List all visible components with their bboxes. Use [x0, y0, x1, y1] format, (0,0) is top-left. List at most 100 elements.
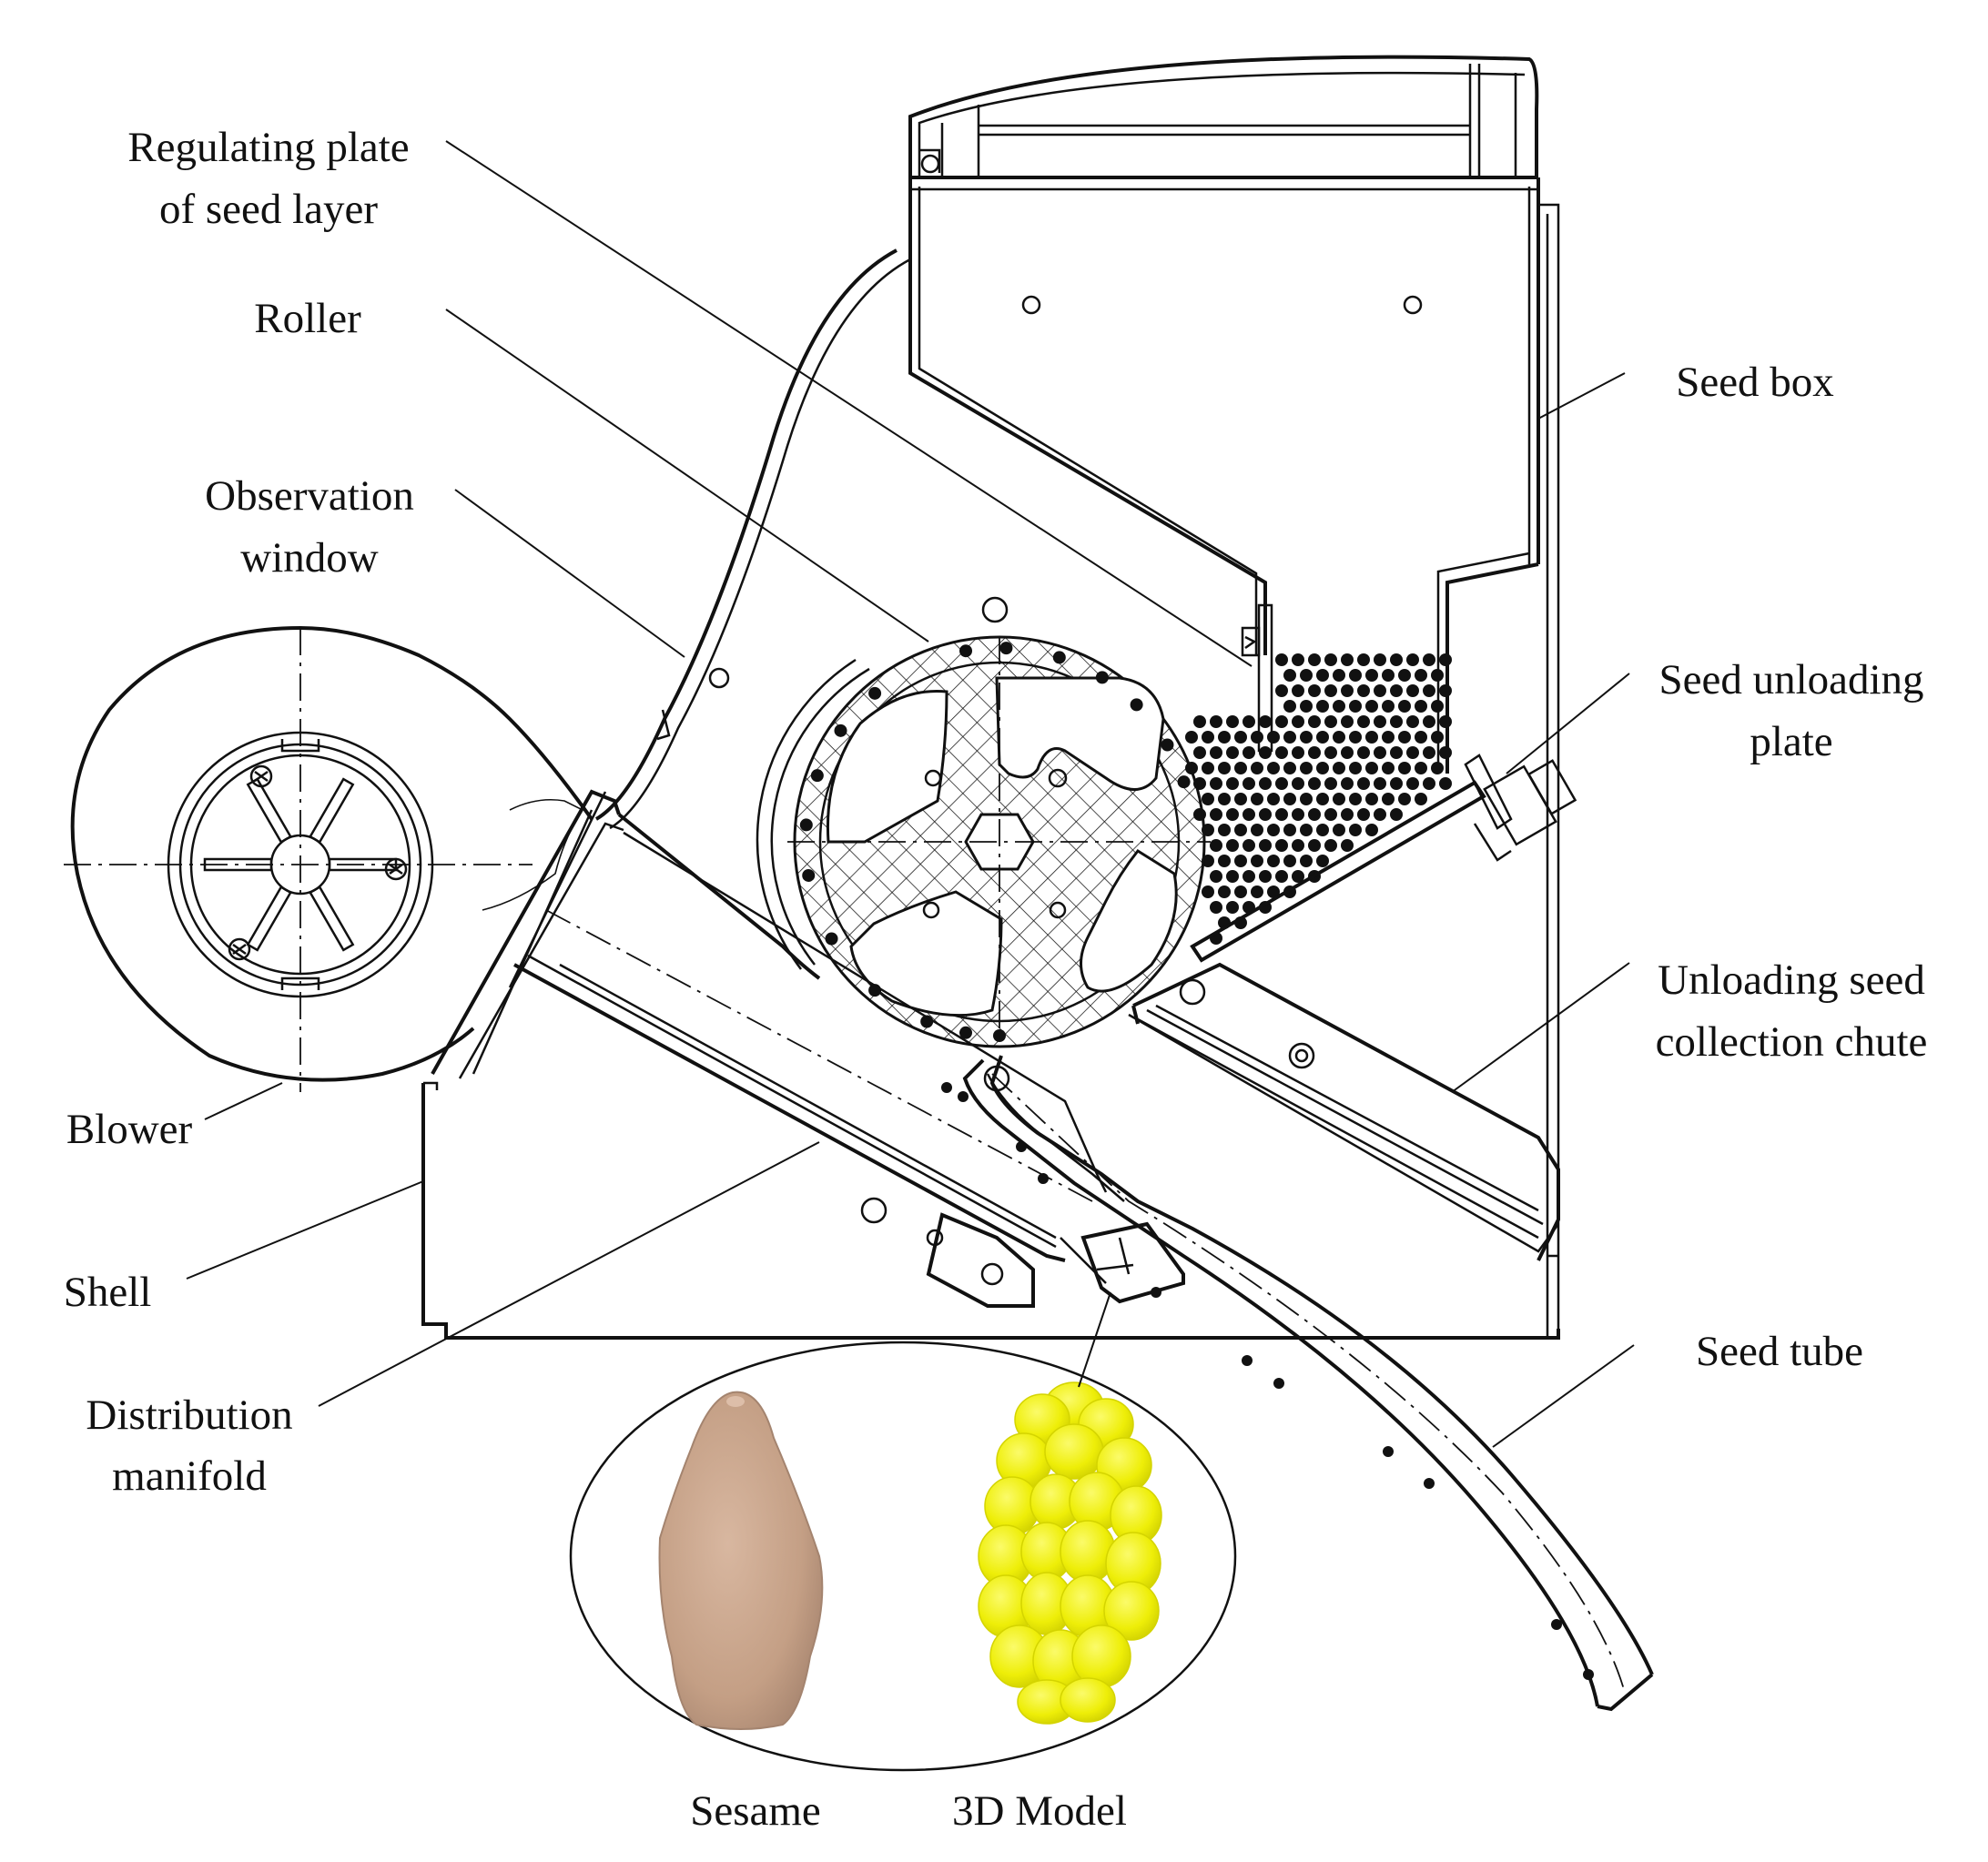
- seed: [1218, 793, 1231, 805]
- seed: [802, 868, 816, 882]
- seed: [1300, 762, 1313, 774]
- seed: [1308, 808, 1321, 821]
- blower: [64, 625, 593, 1092]
- seed: [1226, 746, 1239, 759]
- seed: [1300, 700, 1313, 713]
- seed-tube: [941, 1055, 1654, 1712]
- seed: [1316, 824, 1329, 836]
- seed: [1398, 793, 1411, 805]
- seed-pile: [1185, 653, 1452, 945]
- seed: [1308, 715, 1321, 728]
- seed: [1242, 1355, 1253, 1366]
- seed: [1374, 684, 1386, 697]
- label-seed-unloading-plate-line2: plate: [1750, 718, 1832, 765]
- seed: [1316, 855, 1329, 867]
- seed: [1324, 808, 1337, 821]
- seed: [1357, 653, 1370, 666]
- seed: [1333, 669, 1345, 682]
- seed: [1308, 684, 1321, 697]
- seed-tube-seeds: [941, 1082, 1594, 1680]
- seed: [1390, 777, 1403, 790]
- seed-box: [908, 55, 1560, 1338]
- seed: [1283, 700, 1296, 713]
- seed: [1406, 746, 1419, 759]
- seed: [1341, 808, 1354, 821]
- seed: [1275, 808, 1288, 821]
- seed: [1365, 700, 1378, 713]
- seed: [1324, 777, 1337, 790]
- seed: [1300, 824, 1313, 836]
- seed: [1193, 715, 1206, 728]
- seed: [1382, 731, 1395, 744]
- seed: [1308, 777, 1321, 790]
- seed: [1439, 746, 1452, 759]
- seed: [1275, 653, 1288, 666]
- model-lobe: [1060, 1677, 1116, 1723]
- seed: [1283, 762, 1296, 774]
- label-regulating-plate-line2: of seed layer: [159, 186, 378, 233]
- blower-impeller: [203, 777, 398, 952]
- seed: [1349, 762, 1362, 774]
- seed: [1300, 669, 1313, 682]
- seed: [1259, 746, 1272, 759]
- seed: [1283, 824, 1296, 836]
- seed: [1431, 669, 1444, 682]
- seed: [1333, 824, 1345, 836]
- seed: [1292, 684, 1304, 697]
- seed: [1341, 715, 1354, 728]
- seed: [1151, 1287, 1161, 1298]
- seed: [1251, 855, 1263, 867]
- seed: [1406, 684, 1419, 697]
- seed: [1439, 653, 1452, 666]
- seed: [1267, 731, 1280, 744]
- seed: [1390, 684, 1403, 697]
- seed: [941, 1082, 952, 1093]
- impeller-blade: [309, 885, 355, 952]
- label-blower: Blower: [66, 1106, 193, 1153]
- seed: [1202, 885, 1214, 898]
- seed: [1431, 700, 1444, 713]
- seed: [810, 769, 824, 783]
- seed: [1251, 793, 1263, 805]
- seed: [999, 642, 1013, 655]
- seed: [1210, 839, 1222, 852]
- leader-lines: [186, 140, 1635, 1448]
- seed: [1349, 824, 1362, 836]
- seed: [1292, 839, 1304, 852]
- seed: [825, 932, 838, 946]
- seed: [1292, 870, 1304, 883]
- seed: [1275, 746, 1288, 759]
- seed: [1275, 777, 1288, 790]
- seed: [1583, 1669, 1594, 1680]
- seed: [1251, 885, 1263, 898]
- seed: [1423, 684, 1435, 697]
- seed: [1439, 715, 1452, 728]
- seed: [1324, 839, 1337, 852]
- seed: [1202, 762, 1214, 774]
- model-lobe: [1044, 1423, 1104, 1480]
- seed: [1357, 715, 1370, 728]
- label-observation-window-line1: Observation: [205, 472, 414, 520]
- seed: [1415, 762, 1427, 774]
- seed: [1210, 715, 1222, 728]
- seed: [1382, 762, 1395, 774]
- seed: [1267, 885, 1280, 898]
- seed: [1292, 746, 1304, 759]
- seed: [1365, 731, 1378, 744]
- seed: [1308, 746, 1321, 759]
- seed: [1423, 653, 1435, 666]
- seed: [1185, 731, 1198, 744]
- seed: [1242, 715, 1255, 728]
- seed: [1341, 777, 1354, 790]
- seed: [958, 1091, 969, 1102]
- seed: [1242, 808, 1255, 821]
- label-distribution-manifold-line2: manifold: [112, 1452, 267, 1500]
- seed: [1226, 777, 1239, 790]
- seed: [1316, 762, 1329, 774]
- seed: [1398, 762, 1411, 774]
- label-roller: Roller: [254, 295, 361, 342]
- seed: [1234, 762, 1247, 774]
- seed: [1357, 808, 1370, 821]
- seed: [1202, 731, 1214, 744]
